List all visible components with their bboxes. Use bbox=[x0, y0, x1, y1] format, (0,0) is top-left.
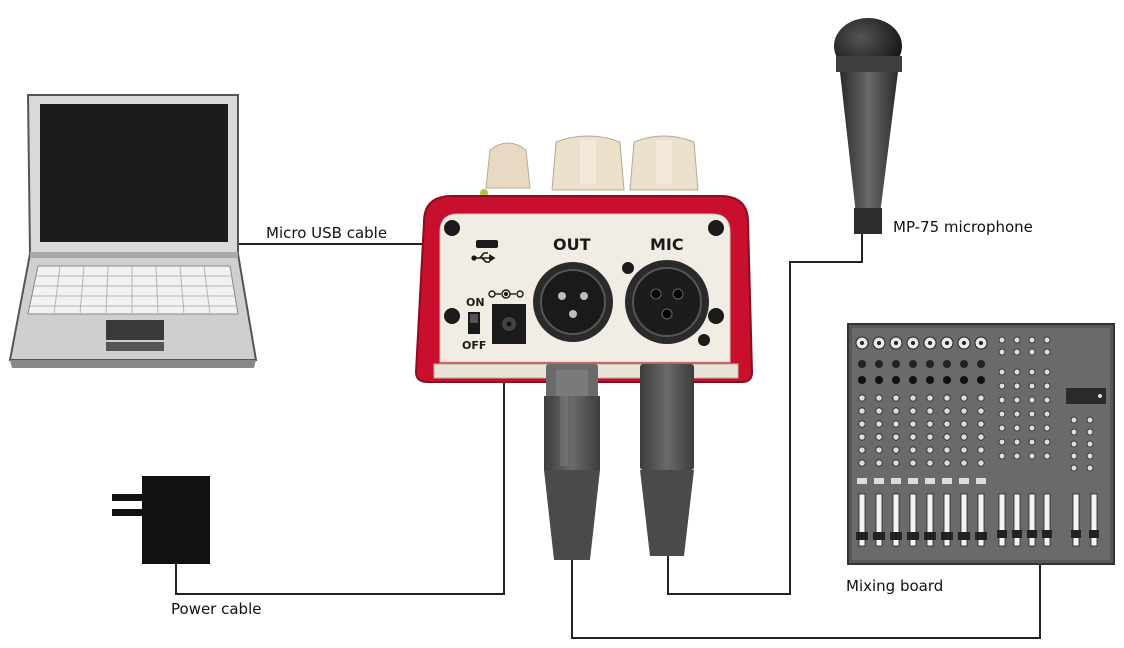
out-label: OUT bbox=[553, 235, 591, 254]
laptop-base-edge bbox=[10, 360, 256, 368]
laptop-hinge bbox=[30, 252, 238, 258]
out-xlr-plug bbox=[544, 364, 600, 560]
mic-label: MIC bbox=[650, 235, 684, 254]
knob-left bbox=[485, 142, 531, 189]
mic-xlr-plug bbox=[640, 364, 694, 556]
dc-polarity-icon bbox=[488, 289, 524, 299]
microphone bbox=[834, 18, 902, 234]
laptop-touchpad-buttons bbox=[106, 342, 164, 351]
out-cable bbox=[571, 560, 1041, 639]
adapter-prong-bottom bbox=[112, 509, 142, 516]
usb-icon bbox=[471, 252, 496, 263]
adapter-body bbox=[142, 476, 210, 564]
mixing-board bbox=[847, 323, 1115, 565]
knobs bbox=[480, 135, 699, 197]
switch-off-label: OFF bbox=[462, 339, 486, 352]
keyboard-keys bbox=[30, 265, 237, 315]
voice-processor-device: ON OFF OUT MIC bbox=[414, 135, 754, 383]
power-cable-label: Power cable bbox=[171, 600, 262, 618]
laptop bbox=[8, 94, 258, 368]
laptop-touchpad bbox=[106, 320, 164, 340]
panel-screws bbox=[444, 220, 724, 324]
mic-connector bbox=[854, 208, 882, 234]
mic-handle bbox=[840, 72, 898, 214]
power-adapter bbox=[112, 476, 210, 564]
laptop-display bbox=[40, 104, 228, 242]
switch-on-label: ON bbox=[466, 296, 485, 309]
adapter-prong-top bbox=[112, 494, 142, 501]
mixing-board-label: Mixing board bbox=[846, 577, 944, 595]
mic-band bbox=[836, 56, 902, 72]
micro-usb-port[interactable] bbox=[476, 240, 498, 248]
mic-cable bbox=[667, 232, 863, 595]
micro-usb-cable-label: Micro USB cable bbox=[266, 224, 388, 242]
microphone-label: MP-75 microphone bbox=[893, 218, 1033, 236]
